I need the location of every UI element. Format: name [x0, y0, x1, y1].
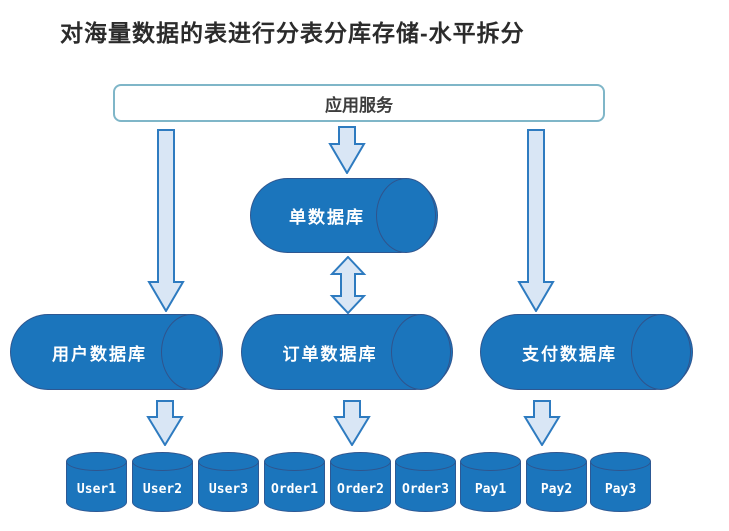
- cylinder-cap: [376, 178, 436, 253]
- order-db-cylinder: 订单数据库: [241, 314, 453, 390]
- user-db-label: 用户数据库: [52, 344, 147, 364]
- cylinder-top: [590, 452, 651, 471]
- order-db-label: 订单数据库: [282, 344, 378, 364]
- table-cylinder: User2: [132, 452, 193, 512]
- table-label: Pay3: [604, 481, 637, 497]
- app-service-box: 应用服务: [113, 84, 605, 122]
- table-cylinder: User3: [198, 452, 259, 512]
- table-cylinder: Pay3: [590, 452, 651, 512]
- pay-db-label: 支付数据库: [522, 344, 617, 364]
- pay-db-cylinder: 支付数据库: [480, 314, 693, 390]
- cylinder-top: [460, 452, 521, 471]
- cylinder-top: [66, 452, 127, 471]
- single-db-cylinder: 单数据库: [250, 178, 438, 253]
- double-arrow-single-db-order-db-icon: [329, 256, 367, 314]
- page-title: 对海量数据的表进行分表分库存储-水平拆分: [60, 20, 525, 46]
- table-cylinder: User1: [66, 452, 127, 512]
- table-label: User2: [142, 481, 183, 497]
- app-service-label: 应用服务: [325, 95, 393, 115]
- table-cylinder: Order2: [330, 452, 391, 512]
- arrow-order-db-to-tables-icon: [333, 400, 371, 446]
- cylinder-top: [395, 452, 456, 471]
- table-cylinder: Pay1: [460, 452, 521, 512]
- cylinder-cap: [631, 314, 691, 390]
- cylinder-body: [526, 461, 587, 512]
- table-label: Order1: [271, 481, 318, 497]
- cylinder-top: [264, 452, 325, 471]
- cylinder-cap: [391, 314, 451, 390]
- cylinder-top: [526, 452, 587, 471]
- arrow-pay-db-to-tables-icon: [523, 400, 561, 446]
- cylinder-body: [264, 461, 325, 512]
- arrow-user-db-to-tables-icon: [146, 400, 184, 446]
- cylinder-cap: [161, 314, 221, 390]
- cylinder-top: [330, 452, 391, 471]
- table-cylinder: Order3: [395, 452, 456, 512]
- single-db-label: 单数据库: [289, 208, 365, 227]
- arrow-app-to-user-db-icon: [147, 129, 185, 312]
- user-db-cylinder: 用户数据库: [10, 314, 223, 390]
- table-label: Pay2: [540, 481, 573, 497]
- cylinder-top: [132, 452, 193, 471]
- table-label: User1: [76, 481, 117, 497]
- table-label: Order3: [402, 481, 449, 497]
- table-label: Pay1: [474, 481, 507, 497]
- arrow-app-to-single-db-icon: [328, 126, 366, 174]
- cylinder-top: [198, 452, 259, 471]
- table-cylinder: Order1: [264, 452, 325, 512]
- table-label: Order2: [337, 481, 384, 497]
- table-label: User3: [208, 481, 249, 497]
- arrow-app-to-pay-db-icon: [517, 129, 555, 312]
- table-cylinder: Pay2: [526, 452, 587, 512]
